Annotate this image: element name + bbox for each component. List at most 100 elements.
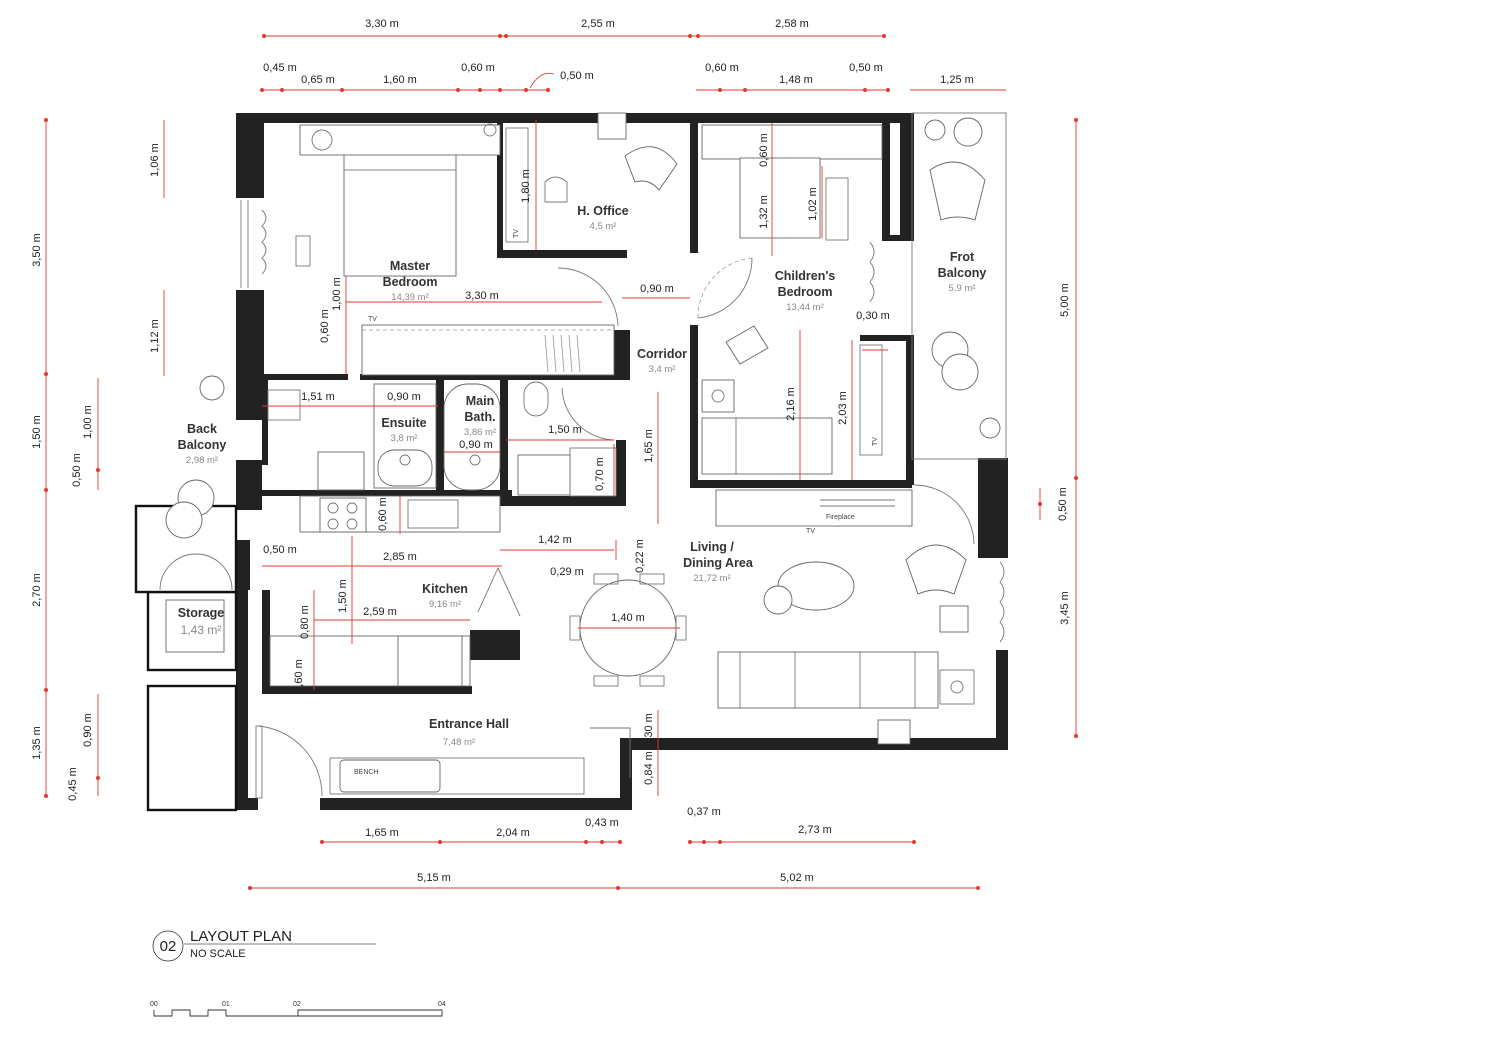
- dim-ens-151: 1,51 m: [301, 391, 335, 403]
- dim-bottom-b: 2,04 m: [496, 827, 530, 839]
- walls: [134, 113, 1008, 812]
- dim-top1-b: 2,55 m: [581, 18, 615, 30]
- dim-bottom-c: 0,43 m: [585, 817, 619, 829]
- dim-left-in-b: 1,12 m: [149, 319, 161, 353]
- room-back-name2: Balcony: [178, 438, 227, 452]
- tv-label-children: TV: [872, 437, 879, 446]
- dim-top2-d: 0,60 m: [461, 62, 495, 74]
- dim-bottom-e: 2,73 m: [798, 824, 832, 836]
- dim-bottom-d: 0,37 m: [687, 806, 721, 818]
- room-living-name: Living /: [690, 540, 734, 554]
- room-entrance-area: 7,48 m²: [443, 737, 475, 748]
- tv-label-living: TV: [806, 528, 815, 535]
- dim-kit-142: 1,42 m: [538, 534, 572, 546]
- fireplace-label: Fireplace: [826, 514, 855, 521]
- bench-label: BENCH: [354, 769, 379, 776]
- dim-child-060: 0,60 m: [758, 133, 770, 167]
- room-back-area: 2,98 m²: [186, 455, 218, 466]
- room-back-name: Back: [187, 422, 217, 436]
- dimension-lines: [44, 34, 1078, 890]
- dim-door-090: 0,90 m: [640, 283, 674, 295]
- dim-left-c: 2,70 m: [31, 573, 43, 607]
- scale-label-04: 04: [438, 1001, 446, 1008]
- room-master-area: 14,39 m²: [391, 292, 429, 303]
- dim-top1-a: 3,30 m: [365, 18, 399, 30]
- master-bed: [343, 151, 457, 277]
- room-master-name: Master: [390, 259, 430, 273]
- dim-child-132: 1,32 m: [758, 195, 770, 229]
- dim-left-in-f: 0,45 m: [67, 767, 79, 801]
- dim-top2-g: 1,48 m: [779, 74, 813, 86]
- room-frot-name2: Balcony: [938, 266, 987, 280]
- dim-top2-i: 1,25 m: [940, 74, 974, 86]
- dim-mb-060: 0,60 m: [319, 309, 331, 343]
- dim-left-b: 1,50 m: [31, 415, 43, 449]
- dim-bottom2-a: 5,15 m: [417, 872, 451, 884]
- dim-ent-030: 0,30 m: [643, 713, 655, 747]
- dim-bath-090: 0,90 m: [459, 439, 493, 451]
- tv-label-master: TV: [368, 316, 377, 323]
- dim-kit-022: 0,22 m: [634, 539, 646, 573]
- dim-top1-c: 2,58 m: [775, 18, 809, 30]
- scale-label-01: 01: [222, 1001, 230, 1008]
- room-corridor-area: 3,4 m²: [649, 364, 676, 375]
- dim-kit-060b: 0,60 m: [293, 659, 305, 693]
- dim-kit-150: 1,50 m: [337, 579, 349, 613]
- caption-number: 02: [160, 938, 177, 955]
- dim-top2-c: 1,60 m: [383, 74, 417, 86]
- dim-din-140: 1,40 m: [611, 612, 645, 624]
- dim-bottom-a: 1,65 m: [365, 827, 399, 839]
- scale-label-02: 02: [293, 1001, 301, 1008]
- scale-label-00: 00: [150, 1001, 158, 1008]
- dim-kit-080: 0,80 m: [299, 605, 311, 639]
- room-ensuite-name: Ensuite: [381, 416, 426, 430]
- dim-top2-e: 0,50 m: [560, 70, 594, 82]
- dim-left-in-c: 1,00 m: [82, 405, 94, 439]
- room-children-area: 13,44 m²: [786, 302, 824, 313]
- dim-cor-165: 1,65 m: [643, 429, 655, 463]
- dim-bottom2-b: 5,02 m: [780, 872, 814, 884]
- dim-top2-h: 0,50 m: [849, 62, 883, 74]
- dim-right-c: 3,45 m: [1059, 591, 1071, 625]
- dim-left-in-a: 1,06 m: [149, 143, 161, 177]
- room-kitchen-name: Kitchen: [422, 582, 468, 596]
- room-office-area: 4,5 m²: [590, 221, 617, 232]
- room-bath-name2: Bath.: [464, 410, 495, 424]
- dim-top2-b: 0,65 m: [301, 74, 335, 86]
- dim-left-a: 3,50 m: [31, 233, 43, 267]
- dim-right-b: 0,50 m: [1057, 487, 1069, 521]
- dim-kit-050: 0,50 m: [263, 544, 297, 556]
- caption-subtitle: NO SCALE: [190, 948, 246, 960]
- room-master-name2: Bedroom: [383, 275, 438, 289]
- tv-label-office: TV: [513, 229, 520, 238]
- dim-bath-150: 1,50 m: [548, 424, 582, 436]
- room-storage-name: Storage: [178, 606, 225, 620]
- dim-mb-330: 3,30 m: [465, 290, 499, 302]
- room-ensuite-area: 3,8 m²: [391, 433, 418, 444]
- dim-mb-100: 1,00 m: [331, 277, 343, 311]
- dim-left-in-d: 0,50 m: [71, 453, 83, 487]
- dim-kit-259: 2,59 m: [363, 606, 397, 618]
- room-bath-name: Main: [466, 394, 494, 408]
- dim-child-030: 0,30 m: [856, 310, 890, 322]
- dim-child-102: 1,02 m: [807, 187, 819, 221]
- room-living-name2: Dining Area: [683, 556, 754, 570]
- room-kitchen-area: 9,16 m²: [429, 599, 461, 610]
- room-entrance-name: Entrance Hall: [429, 717, 509, 731]
- dim-ens-090: 0,90 m: [387, 391, 421, 403]
- room-bath-area: 3,86 m²: [464, 427, 496, 438]
- dim-kit-060: 0,60 m: [377, 497, 389, 531]
- room-children-name: Children's: [775, 269, 836, 283]
- room-children-name2: Bedroom: [778, 285, 833, 299]
- dim-left-in-e: 0,90 m: [82, 713, 94, 747]
- dimension-texts: 3,30 m 2,55 m 2,58 m 0,45 m 0,65 m 1,60 …: [31, 18, 1071, 884]
- dim-top2-a: 0,45 m: [263, 62, 297, 74]
- dim-right-a: 5,00 m: [1059, 283, 1071, 317]
- dim-ent-084: 0,84 m: [643, 751, 655, 785]
- dim-child-203: 2,03 m: [837, 391, 849, 425]
- room-frot-name: Frot: [950, 250, 975, 264]
- room-storage-area: 1,43 m²: [181, 623, 222, 637]
- dim-kit-285: 2,85 m: [383, 551, 417, 563]
- scale-bar: 00 01 02 04: [150, 1001, 446, 1017]
